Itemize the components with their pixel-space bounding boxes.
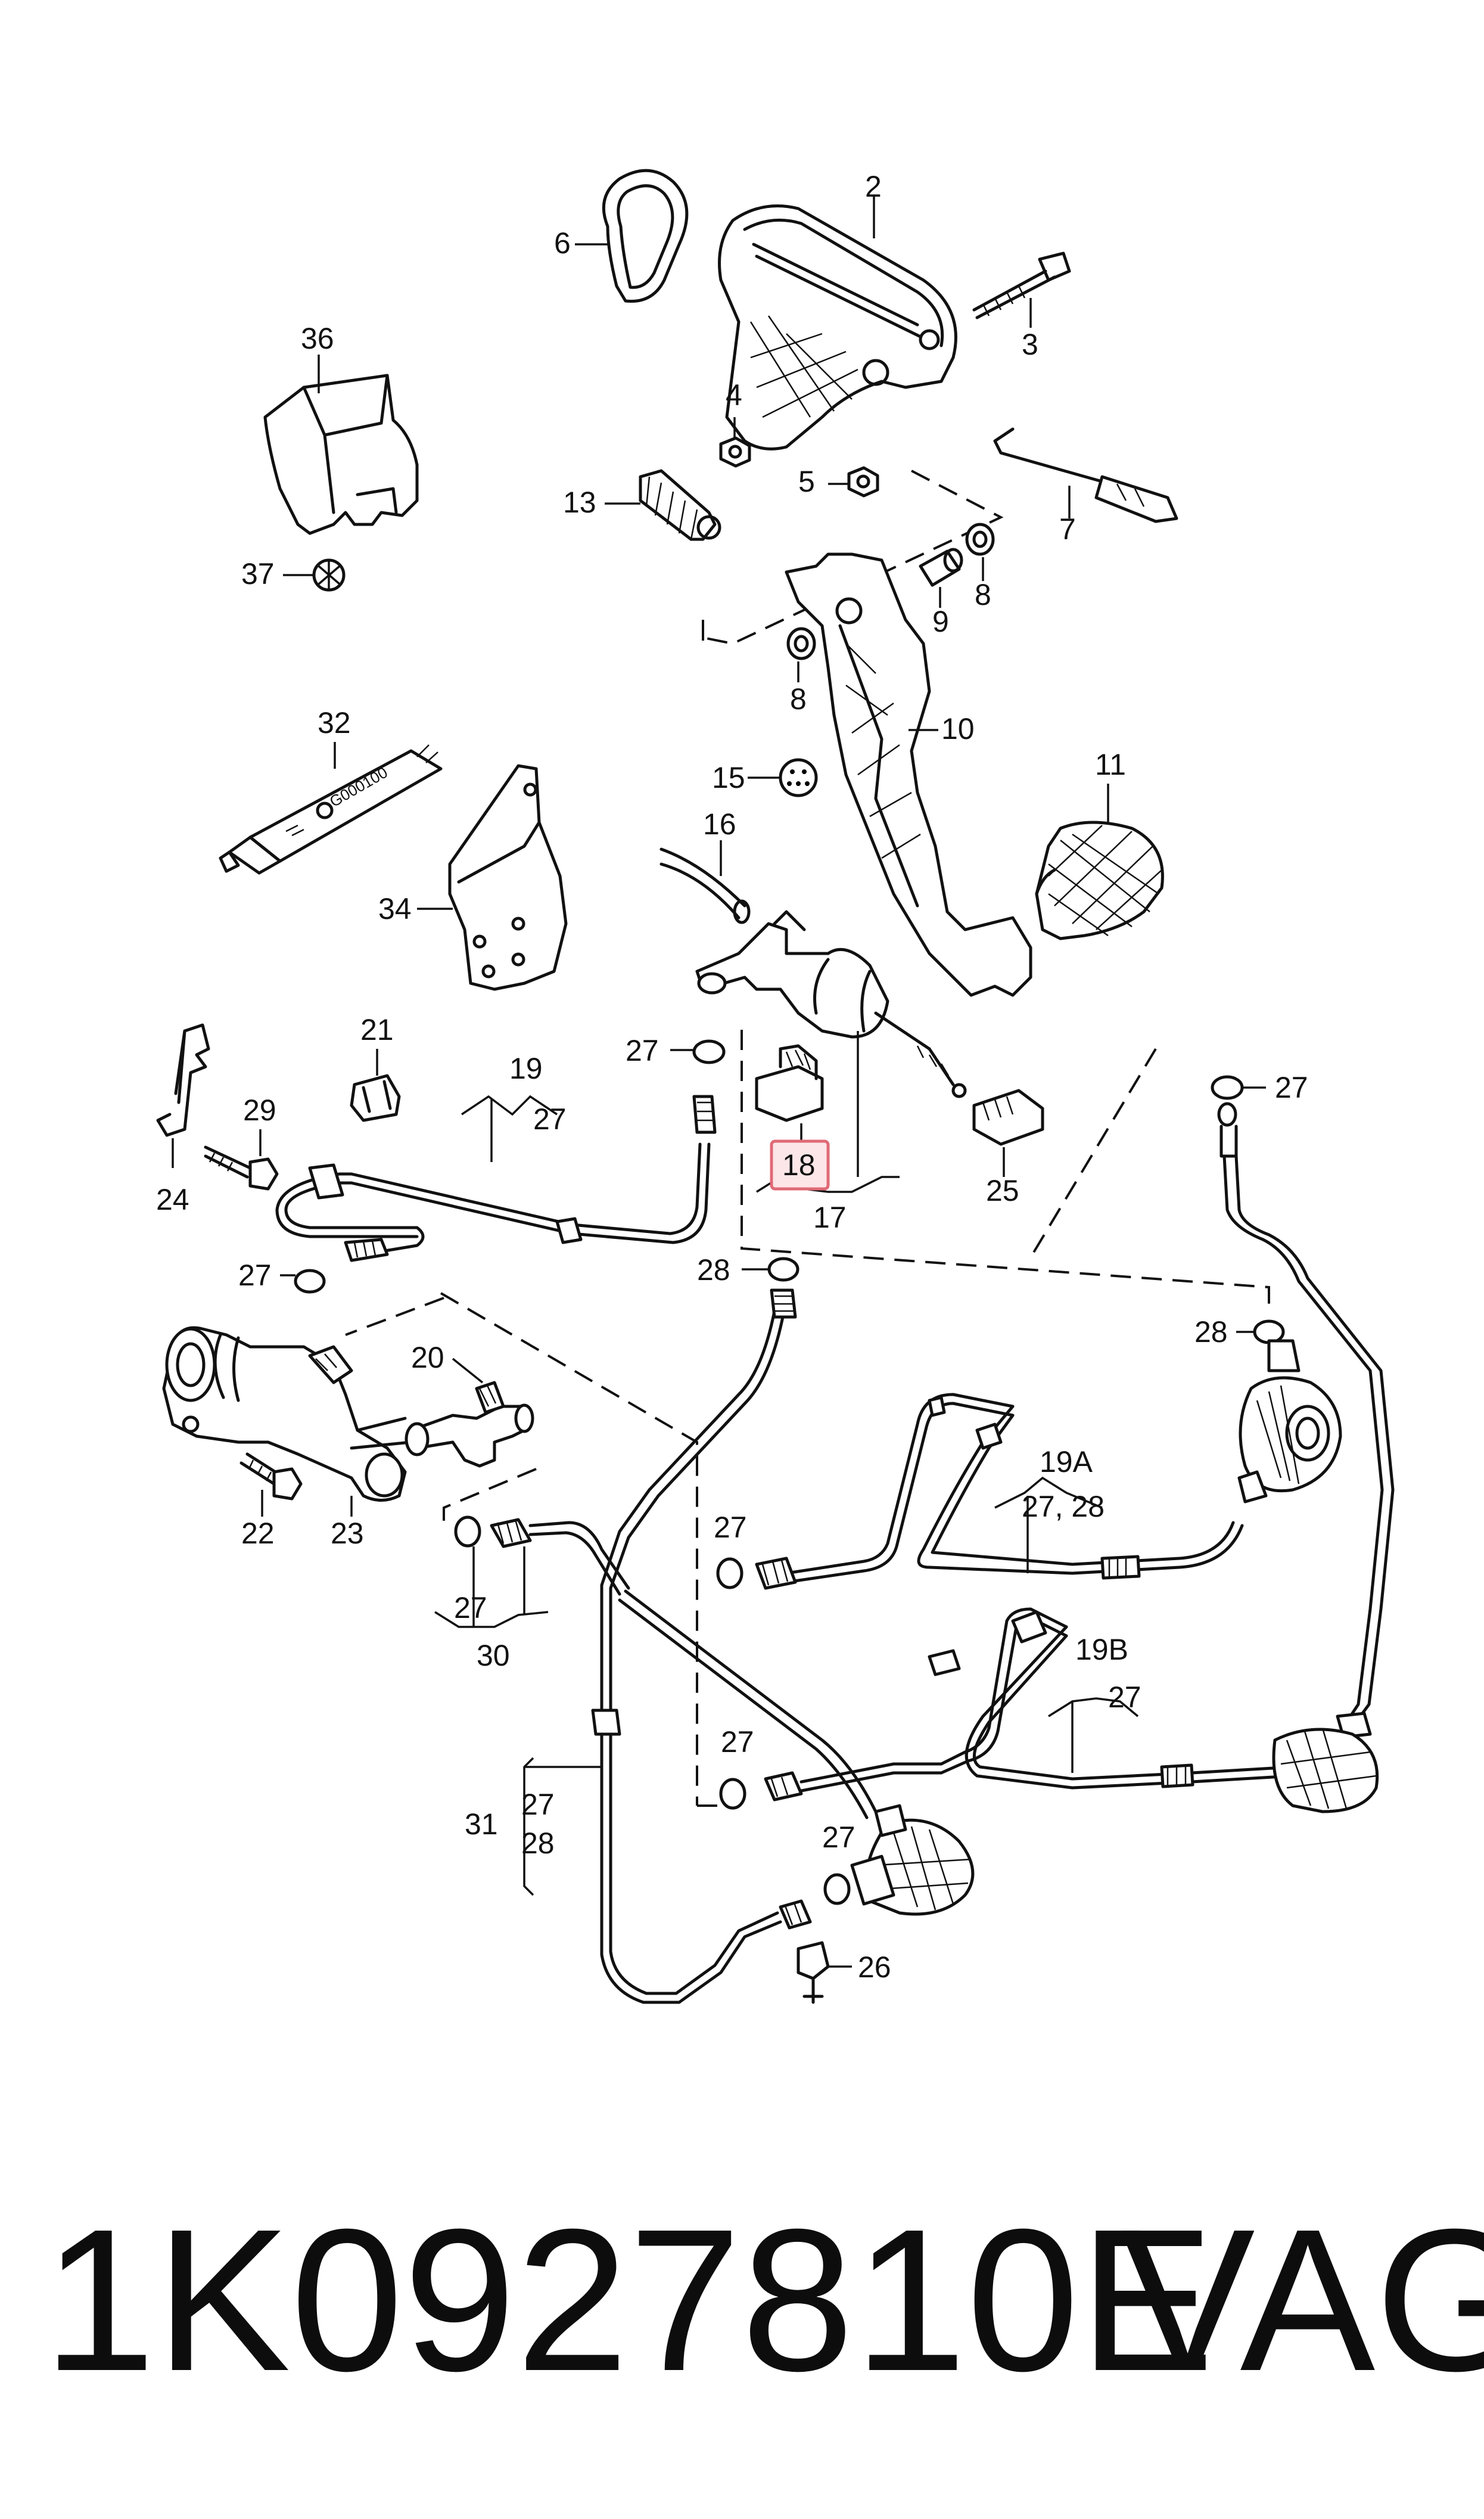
part-29-bolt (204, 1129, 279, 1191)
callout-19B-27: 27 (1108, 1681, 1141, 1714)
part-17-master-cylinder (695, 910, 967, 1193)
part-18-clutch-sensor (755, 1044, 830, 1191)
part-24-bracket (156, 1023, 210, 1168)
part-8-bushing-bottom (786, 627, 816, 682)
callout-30-27: 27 (454, 1591, 487, 1625)
part-number: 1K0927810E (43, 2187, 1215, 2414)
release-bearing-top (1237, 1339, 1342, 1504)
part-2-pedal-bracket (718, 197, 957, 451)
callout-28a: 28 (697, 1253, 730, 1287)
callout-22: 22 (241, 1517, 275, 1550)
part-23-slave-cylinder (162, 1326, 413, 1517)
part-37-clip (283, 558, 346, 592)
callout-19-27: 27 (533, 1102, 567, 1136)
part-10-clutch-pedal (785, 552, 1032, 997)
callout-23: 23 (331, 1517, 364, 1550)
callout-27d: 27 (714, 1511, 747, 1544)
part-15-stop-buffer (748, 758, 818, 797)
callout-19A-27-28: 27, 28 (1022, 1490, 1105, 1523)
callout-21: 21 (360, 1013, 394, 1046)
release-bearing-bottom (1272, 1728, 1379, 1813)
callout-19: 19 (509, 1052, 543, 1085)
part-19A-pipe (755, 1393, 1244, 1590)
callout-6: 6 (554, 226, 571, 260)
callout-16: 16 (703, 807, 736, 841)
callout-31: 31 (465, 1807, 498, 1841)
callout-25: 25 (986, 1174, 1019, 1207)
callout-24: 24 (156, 1183, 189, 1216)
part-30-pipe (434, 1518, 630, 1628)
callout-8b: 8 (790, 682, 807, 716)
callout-28b: 28 (1194, 1315, 1228, 1349)
callout-27a: 27 (626, 1034, 659, 1067)
callout-9: 9 (932, 605, 949, 638)
callout-19B: 19B (1075, 1633, 1128, 1666)
part-9-bushing (919, 548, 963, 608)
part-4-nut (719, 417, 751, 468)
callout-19A: 19A (1040, 1445, 1093, 1479)
part-16-hose (659, 840, 751, 924)
part-19B-pipe (928, 1607, 1295, 1790)
part-36-bracket (263, 355, 419, 535)
release-bearing-middle (618, 1589, 975, 1916)
callout-27b: 27 (1275, 1071, 1308, 1104)
part-7-switch-lever (993, 427, 1178, 523)
callout-26: 26 (858, 1950, 891, 1984)
callout-30: 30 (477, 1639, 510, 1672)
part-20-t-piece (405, 1358, 534, 1468)
callout-27e: 27 (721, 1725, 754, 1759)
callout-8a: 8 (975, 578, 991, 611)
callout-5: 5 (798, 465, 815, 498)
part-21-clip (350, 1049, 401, 1122)
callout-11: 11 (1095, 748, 1126, 781)
callout-3: 3 (1022, 328, 1038, 361)
callout-20: 20 (411, 1341, 444, 1374)
part-31-pipe (523, 1288, 812, 2004)
callout-36: 36 (301, 322, 334, 355)
part-26-bleeder (797, 1941, 852, 2004)
callout-18: 18 (782, 1148, 816, 1182)
callout-32: 32 (318, 706, 351, 740)
callout-17: 17 (813, 1201, 847, 1234)
callout-29: 29 (243, 1094, 276, 1127)
callout-13: 13 (563, 486, 596, 519)
part-32-grease-tube (219, 742, 443, 875)
callout-10: 10 (941, 712, 975, 746)
callout-27f: 27 (822, 1821, 855, 1854)
part-19-pipe (275, 1095, 717, 1262)
callout-31-28: 28 (521, 1827, 555, 1860)
pipe-middle-link (764, 1762, 943, 1801)
assembly-dashed-lines (345, 470, 1270, 1807)
part-13-buffer-spring (605, 469, 721, 541)
part-11-pedal-pad (1035, 784, 1164, 940)
brand-label: VAG (1120, 2187, 1484, 2414)
part-25-connector (972, 1089, 1044, 1177)
callout-4: 4 (726, 378, 742, 412)
callout-31-27: 27 (521, 1788, 555, 1821)
part-22-bolt (239, 1452, 303, 1517)
callout-37: 37 (241, 557, 275, 591)
part-34-heat-shield (417, 764, 568, 991)
callout-15: 15 (712, 761, 745, 794)
callout-labels: 2 6 3 36 4 5 13 7 37 9 8 8 10 32 15 11 1… (156, 170, 1308, 1984)
part-8-bushing-top (965, 523, 995, 581)
part-6-gasket (575, 169, 689, 303)
callout-2: 2 (865, 170, 882, 203)
callout-34: 34 (378, 892, 412, 925)
highlighted-callout-18 (770, 1139, 830, 1191)
callout-7: 7 (1059, 513, 1076, 546)
part-5-nut (828, 466, 879, 498)
callout-27c: 27 (238, 1259, 272, 1292)
part-27-orings (280, 1039, 1266, 1905)
part-3-bolt (972, 251, 1071, 328)
